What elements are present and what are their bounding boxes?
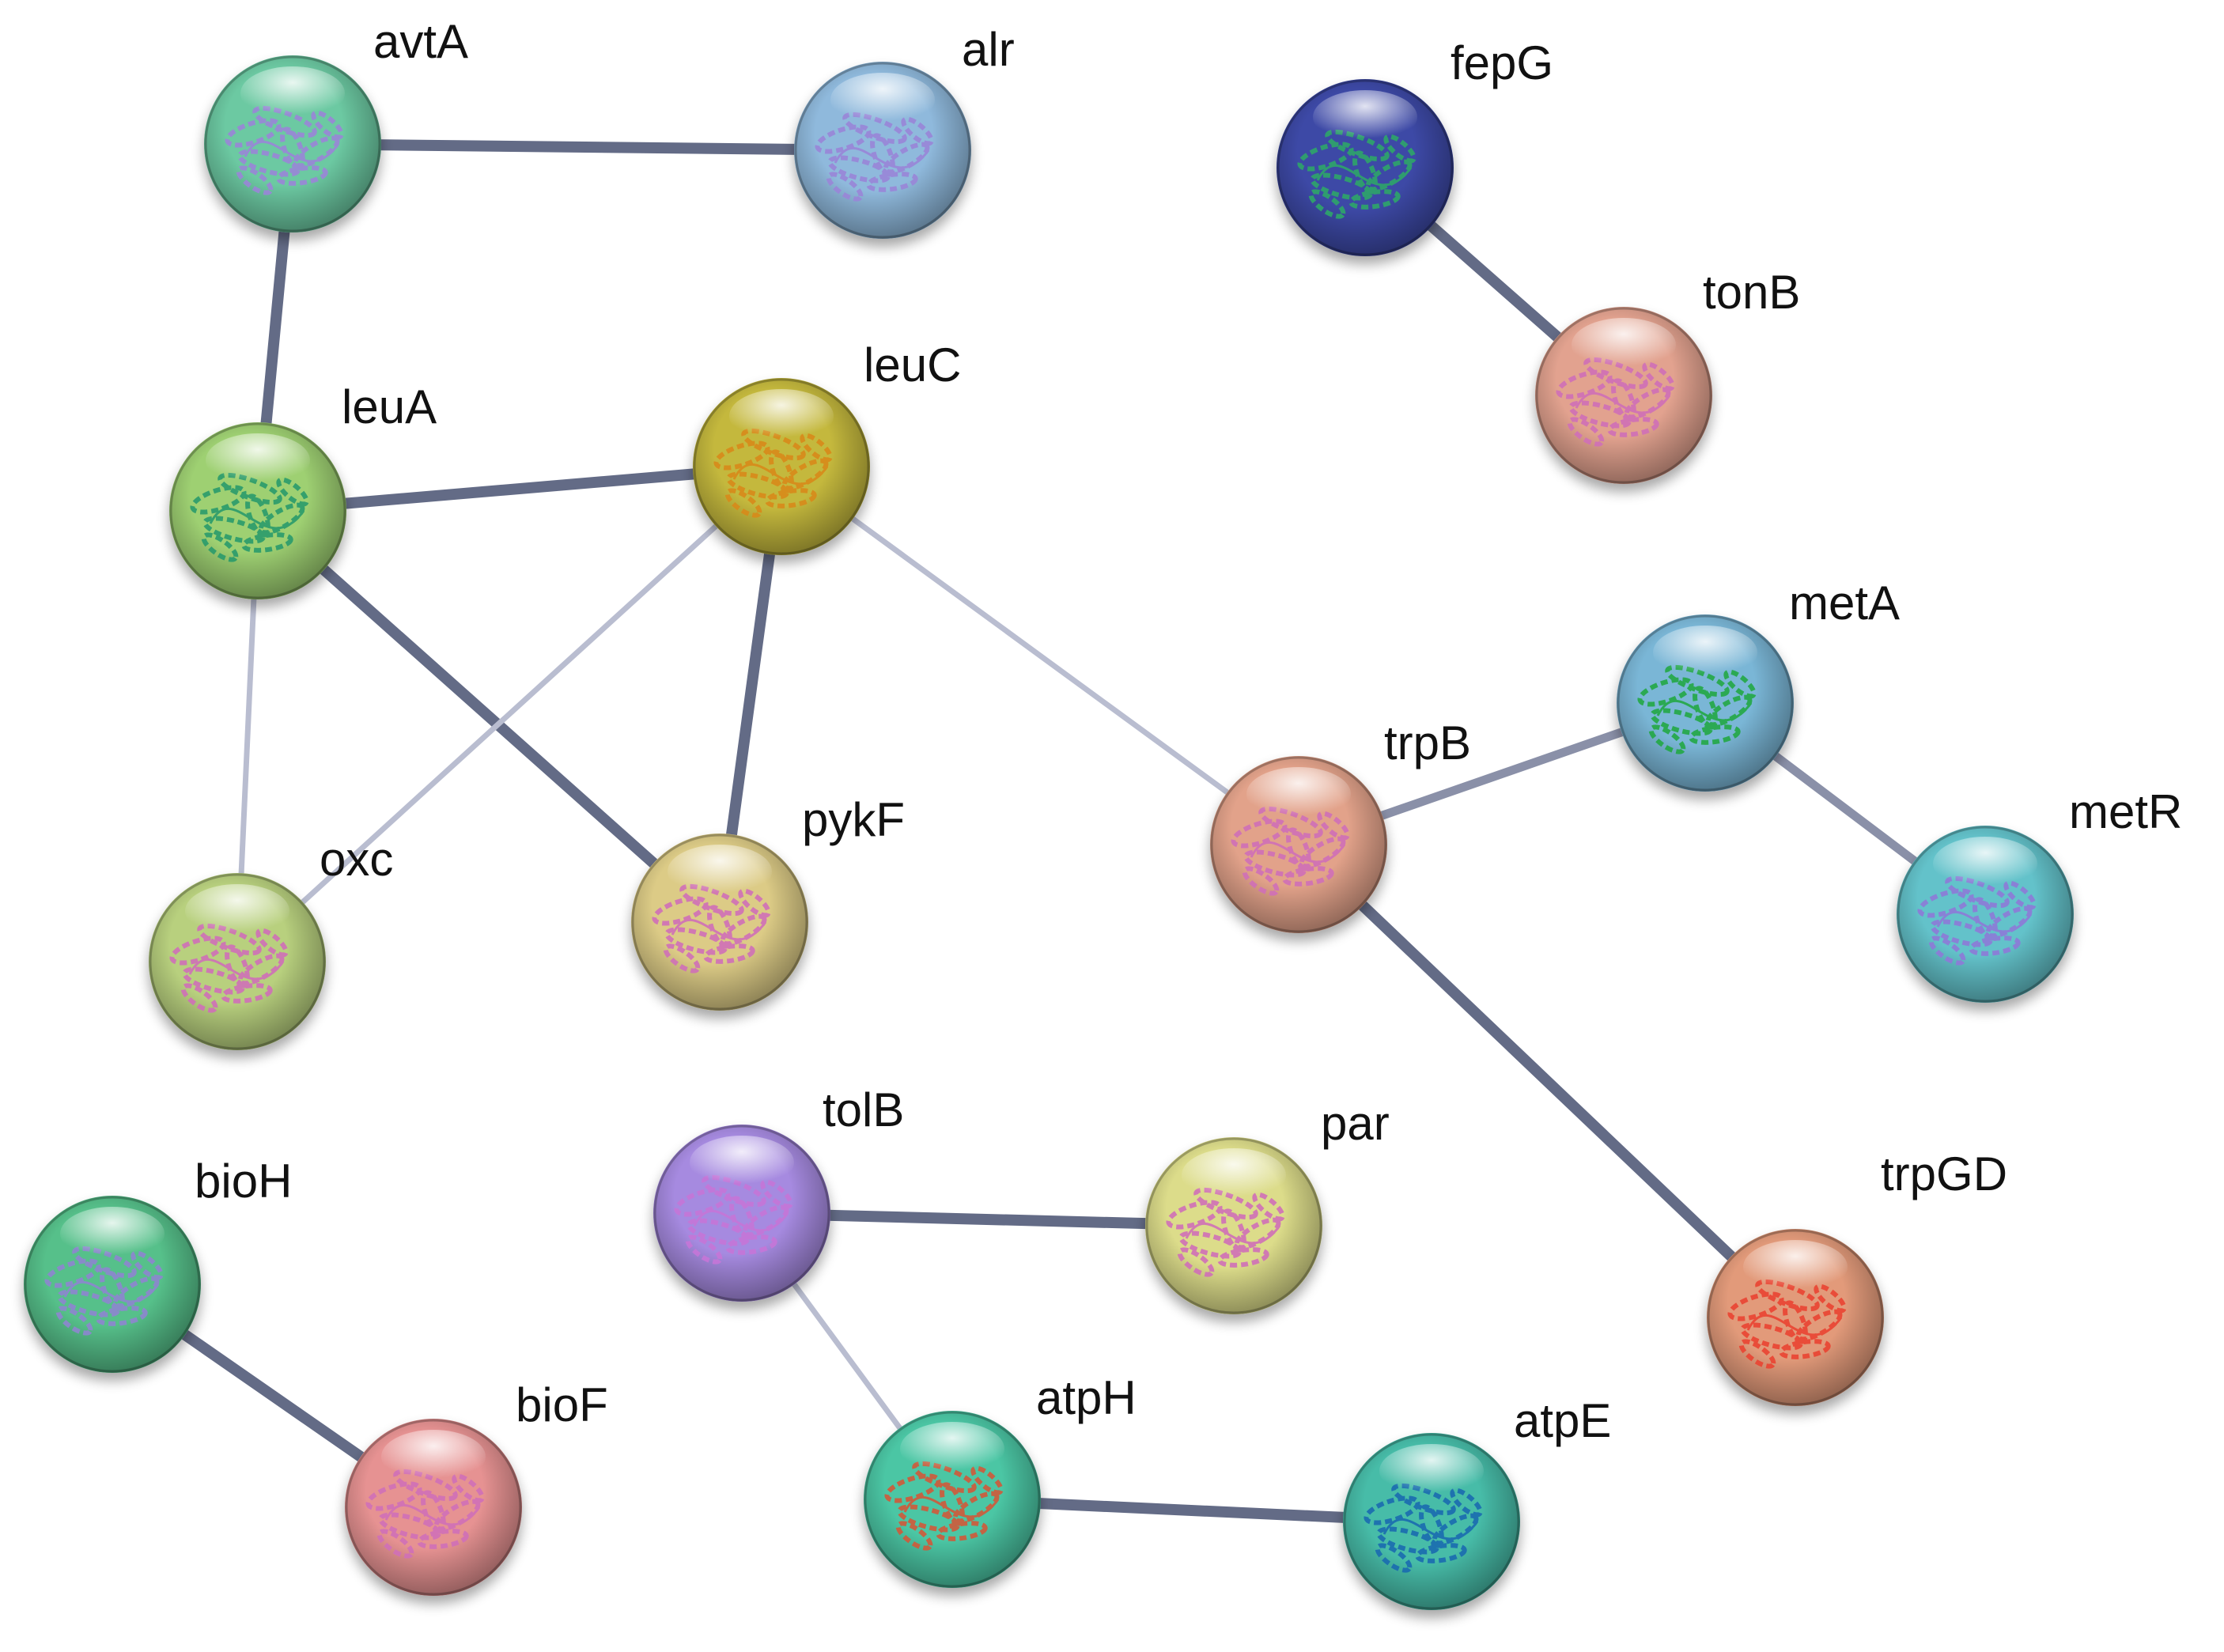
node-label-leuC: leuC <box>864 338 961 391</box>
node-label-metA: metA <box>1789 576 1900 629</box>
node-label-trpGD: trpGD <box>1881 1147 2007 1200</box>
protein-node-trpB[interactable]: trpB <box>1210 716 1471 933</box>
nodes-layer: avtA alr fepG tonB leuA leuC metA trpB metR oxc py… <box>24 15 2182 1610</box>
node-label-leuA: leuA <box>342 380 437 433</box>
protein-node-metA[interactable]: metA <box>1617 576 1900 792</box>
protein-node-par[interactable]: par <box>1145 1097 1390 1314</box>
node-label-trpB: trpB <box>1384 716 1471 769</box>
protein-node-trpGD[interactable]: trpGD <box>1707 1147 2007 1406</box>
node-highlight <box>830 73 935 127</box>
node-highlight <box>729 389 834 443</box>
node-label-avtA: avtA <box>373 15 468 68</box>
node-label-atpE: atpE <box>1514 1394 1611 1447</box>
protein-node-bioH[interactable]: bioH <box>24 1155 292 1373</box>
node-highlight <box>60 1207 165 1261</box>
node-rim <box>794 62 971 239</box>
node-highlight <box>240 66 345 120</box>
protein-node-fepG[interactable]: fepG <box>1277 36 1553 256</box>
protein-node-tolB[interactable]: tolB <box>653 1083 904 1302</box>
node-label-metR: metR <box>2069 785 2182 838</box>
node-rim <box>1535 307 1712 484</box>
node-rim <box>631 834 808 1011</box>
node-highlight <box>1572 318 1676 372</box>
protein-node-metR[interactable]: metR <box>1897 785 2182 1003</box>
node-highlight <box>668 845 772 898</box>
node-label-fepG: fepG <box>1451 36 1553 89</box>
node-highlight <box>1246 767 1351 821</box>
node-rim <box>169 422 346 599</box>
protein-structure-icon <box>674 1174 793 1265</box>
edge-leuC-oxc <box>234 463 785 965</box>
node-rim <box>1897 826 2074 1003</box>
node-label-atpH: atpH <box>1036 1371 1137 1424</box>
node-label-bioH: bioH <box>195 1155 292 1208</box>
node-rim <box>653 1125 830 1302</box>
node-label-par: par <box>1321 1097 1390 1150</box>
node-rim <box>1210 756 1387 933</box>
protein-node-atpE[interactable]: atpE <box>1343 1394 1611 1610</box>
node-rim <box>693 378 870 555</box>
protein-node-tonB[interactable]: tonB <box>1535 266 1800 484</box>
node-rim <box>1277 79 1454 256</box>
node-label-pykF: pykF <box>802 793 905 846</box>
node-rim <box>1343 1433 1520 1610</box>
node-highlight <box>1743 1240 1848 1294</box>
protein-node-bioF[interactable]: bioF <box>345 1378 608 1596</box>
node-highlight <box>381 1430 486 1484</box>
node-highlight <box>1313 90 1417 144</box>
node-highlight <box>690 1136 794 1189</box>
protein-node-oxc[interactable]: oxc <box>149 833 393 1050</box>
node-label-oxc: oxc <box>320 833 393 886</box>
protein-node-pykF[interactable]: pykF <box>631 793 905 1011</box>
edge-leuC-trpB <box>778 463 1302 848</box>
edge-leuA-pykF <box>252 505 725 928</box>
edge-avtA-alr <box>287 138 888 156</box>
node-rim <box>149 873 326 1050</box>
node-rim <box>1145 1137 1322 1314</box>
node-rim <box>1617 614 1794 792</box>
protein-node-alr[interactable]: alr <box>794 23 1015 239</box>
node-label-tonB: tonB <box>1703 266 1800 319</box>
node-highlight <box>185 884 289 938</box>
node-highlight <box>1182 1148 1286 1202</box>
node-rim <box>345 1419 522 1596</box>
node-label-alr: alr <box>962 23 1015 76</box>
node-highlight <box>1379 1444 1484 1498</box>
node-highlight <box>1653 626 1757 679</box>
edge-trpB-trpGD <box>1293 839 1801 1323</box>
node-highlight <box>900 1422 1004 1476</box>
node-label-bioF: bioF <box>516 1378 608 1431</box>
node-rim <box>864 1411 1041 1588</box>
protein-node-atpH[interactable]: atpH <box>864 1371 1137 1588</box>
protein-structure-icon <box>169 923 289 1013</box>
node-rim <box>1707 1229 1884 1406</box>
node-rim <box>204 55 381 232</box>
node-rim <box>24 1196 201 1373</box>
protein-node-leuC[interactable]: leuC <box>693 338 961 555</box>
protein-node-avtA[interactable]: avtA <box>204 15 468 232</box>
protein-node-leuA[interactable]: leuA <box>169 380 437 599</box>
node-highlight <box>1933 837 2037 890</box>
node-highlight <box>206 433 310 487</box>
node-label-tolB: tolB <box>823 1083 904 1136</box>
